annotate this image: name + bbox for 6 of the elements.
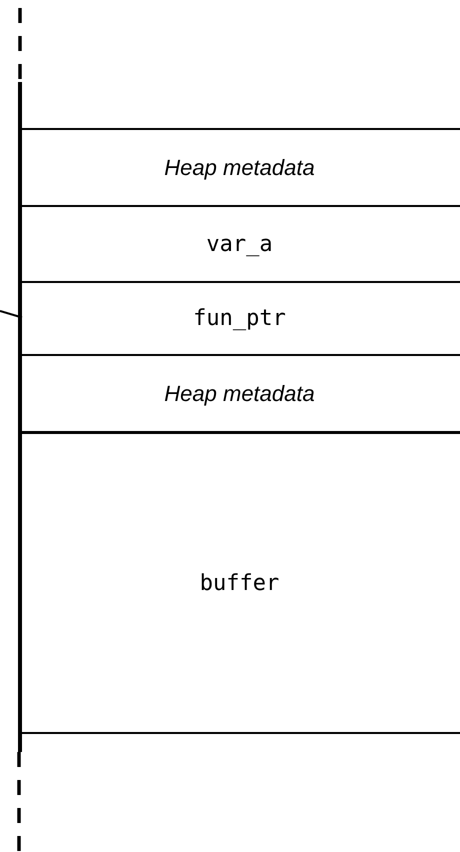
variable-name: fun_ptr [193,306,286,331]
variable-name: buffer [200,570,280,596]
metadata-label: Heap metadata [164,154,315,180]
memory-cell [19,431,460,734]
metadata-label: Heap metadata [164,380,315,406]
variable-name: var_a [206,232,273,256]
